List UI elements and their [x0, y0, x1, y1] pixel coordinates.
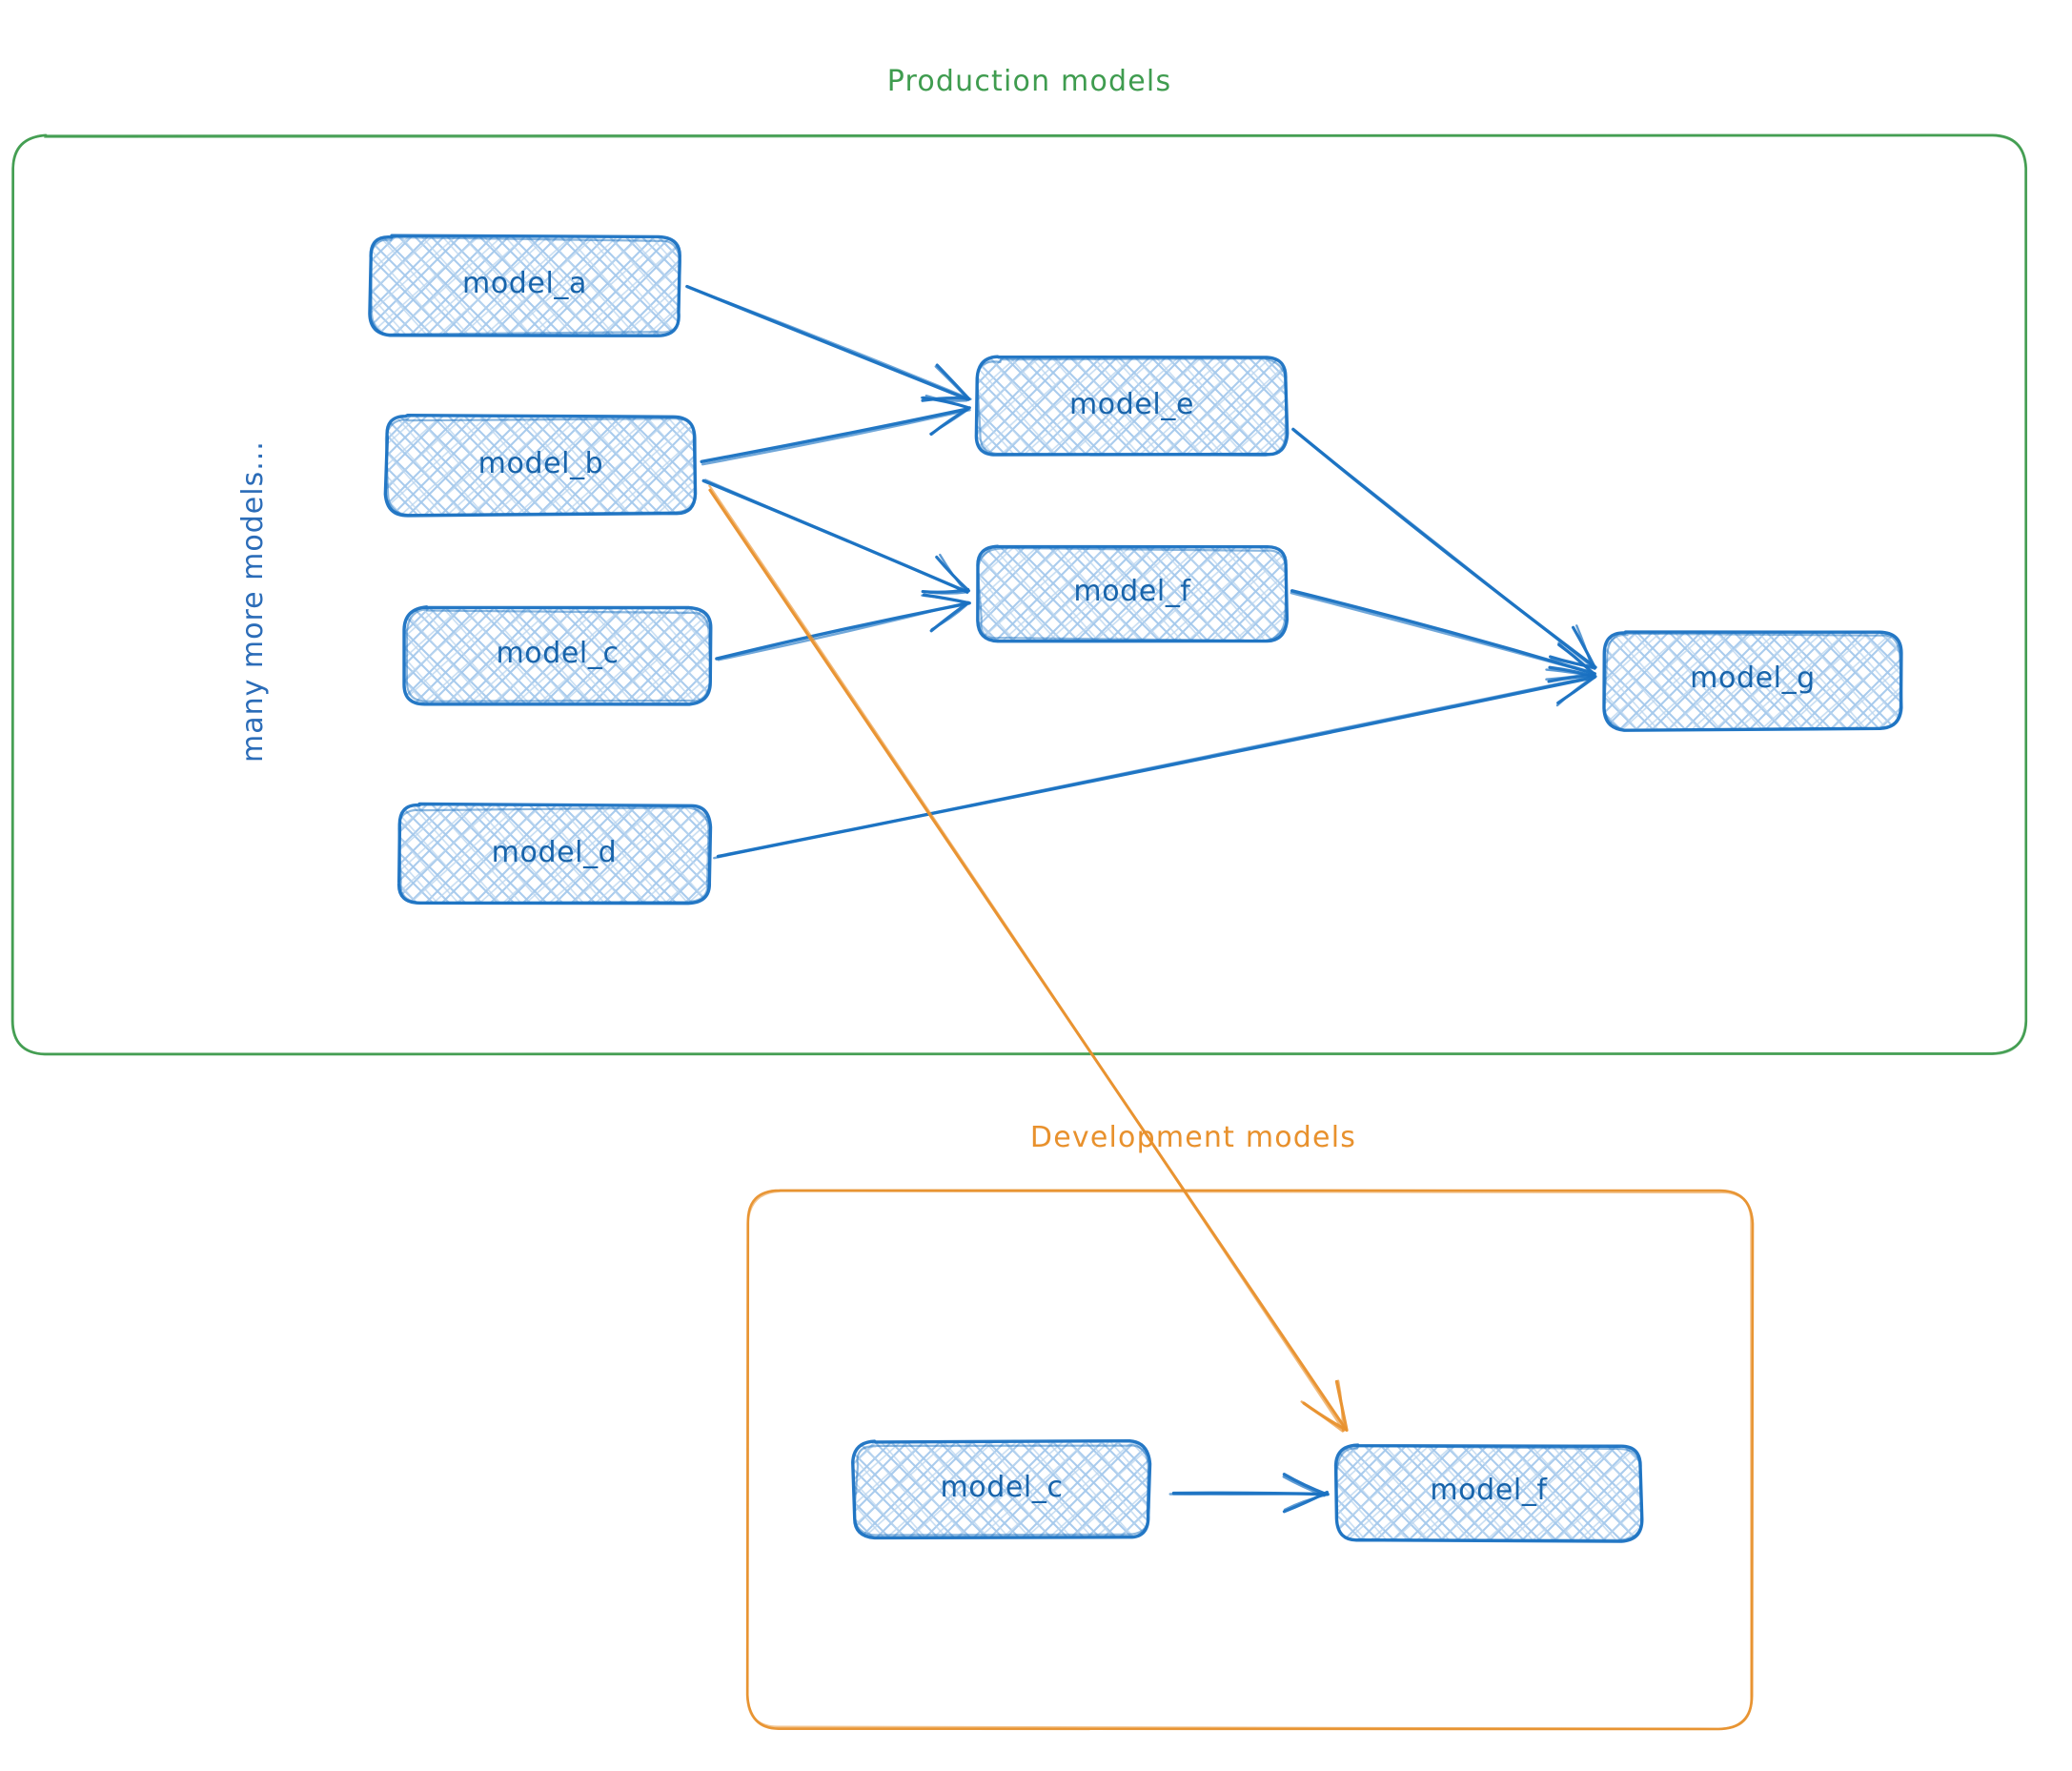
group-frame-development: [745, 1189, 1755, 1731]
node-layer: [368, 234, 1903, 1543]
edge-prodb-to-devf: [708, 484, 1349, 1433]
node-prod_model_e[interactable]: [974, 355, 1290, 458]
node-prod_model_d[interactable]: [396, 802, 713, 906]
edge-b-to-f: [701, 478, 971, 595]
edge-devc-to-devf: [1168, 1473, 1330, 1514]
group-frame-production: [10, 133, 2028, 1056]
edge-a-to-e: [685, 284, 972, 402]
node-prod_model_a[interactable]: [368, 234, 681, 337]
node-prod_model_c[interactable]: [402, 605, 713, 706]
node-prod_model_b[interactable]: [383, 413, 698, 518]
node-prod_model_f[interactable]: [976, 544, 1290, 643]
edge-d-to-g: [713, 665, 1597, 860]
node-prod_model_g[interactable]: [1602, 630, 1903, 732]
edge-e-to-g: [1291, 427, 1597, 670]
node-dev_model_f[interactable]: [1333, 1443, 1644, 1543]
edge-c-to-f: [715, 593, 971, 662]
node-dev_model_c[interactable]: [851, 1438, 1152, 1540]
edge-layer: [685, 284, 1597, 1514]
edge-b-to-e: [700, 394, 971, 466]
group-frames: [10, 133, 2028, 1731]
